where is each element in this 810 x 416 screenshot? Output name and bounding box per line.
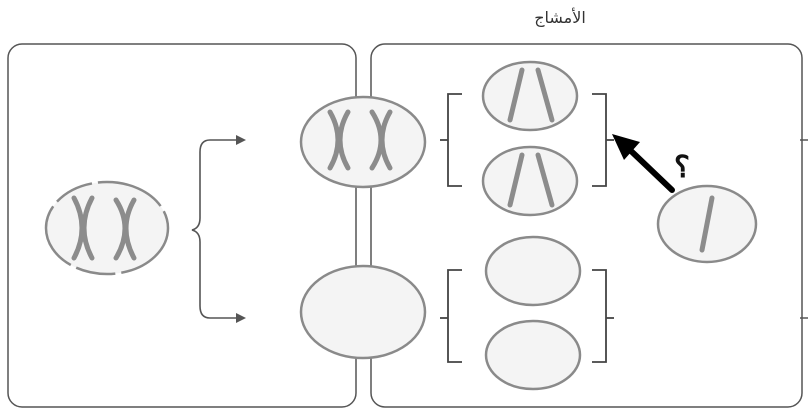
parent-chromosome-pair-1 xyxy=(71,195,95,261)
question-arrow xyxy=(612,134,675,193)
left-panel xyxy=(7,43,357,408)
gametes-title: الأمشاج xyxy=(534,8,586,27)
meiosis-one-cell-bottom xyxy=(299,264,427,360)
parent-chromosome-pair-2 xyxy=(113,197,137,261)
arrow-head-bottom xyxy=(236,313,246,323)
gamete-bracket-top xyxy=(440,93,614,187)
gamete-3 xyxy=(484,235,582,307)
gamete-bracket-bottom xyxy=(440,269,614,363)
gamete-2 xyxy=(481,145,579,217)
parent-cell xyxy=(44,180,170,276)
gamete-4 xyxy=(484,319,582,391)
gamete-1 xyxy=(481,60,579,132)
meiosis-one-brace xyxy=(191,139,238,319)
unknown-cell xyxy=(656,184,758,264)
question-mark: ؟ xyxy=(674,150,690,185)
meiosis-one-cell-top xyxy=(299,95,427,189)
arrow-head-top xyxy=(236,135,246,145)
right-panel xyxy=(370,43,803,408)
